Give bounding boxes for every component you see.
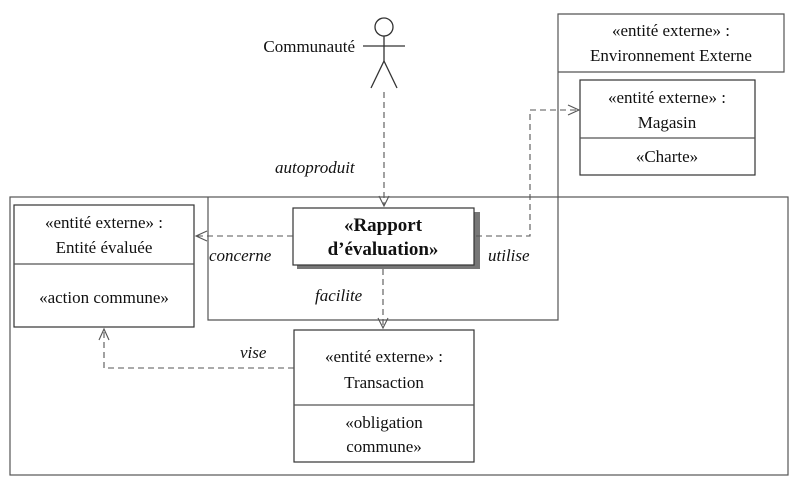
concerne-arrowhead [194, 230, 208, 242]
actor-label: Communauté [263, 37, 355, 56]
transaction-attribute-line2: commune» [346, 437, 422, 456]
utilise-arrowhead [567, 104, 581, 116]
evaluee-stereotype: «entité externe» : [45, 213, 163, 232]
facilite-label: facilite [315, 286, 363, 305]
vise-line [103, 330, 294, 369]
transaction-box [293, 329, 475, 463]
utilise-line [476, 109, 578, 237]
evaluee-attribute: «action commune» [39, 288, 169, 307]
environnement-name: Environnement Externe [590, 46, 752, 65]
actor-stick-figure [363, 17, 405, 89]
concerne-label: concerne [209, 246, 272, 265]
rapport-box [292, 207, 475, 266]
rapport-line1: «Rapport [344, 215, 423, 236]
evaluee-name: Entité évaluée [56, 238, 153, 257]
vise-label: vise [240, 343, 267, 362]
outer-frame [9, 196, 789, 476]
environnement-frame [207, 13, 785, 321]
actor-head [374, 17, 394, 37]
environnement-stereotype: «entité externe» : [612, 21, 730, 40]
magasin-attribute: «Charte» [636, 147, 698, 166]
actor-left-leg [370, 60, 385, 89]
magasin-name: Magasin [638, 113, 697, 132]
autoproduit-arrowhead [378, 195, 390, 208]
actor-right-leg [383, 60, 398, 89]
facilite-arrowhead [377, 317, 389, 330]
autoproduit-label: autoproduit [275, 158, 356, 177]
transaction-stereotype: «entité externe» : [325, 347, 443, 366]
evaluee-box [13, 204, 195, 328]
transaction-attribute-line1: «obligation [345, 413, 423, 432]
rapport-line2: d’évaluation» [328, 239, 439, 260]
vise-arrowhead [98, 327, 110, 341]
magasin-stereotype: «entité externe» : [608, 88, 726, 107]
transaction-name: Transaction [344, 373, 424, 392]
magasin-box [579, 79, 756, 176]
utilise-label: utilise [488, 246, 530, 265]
